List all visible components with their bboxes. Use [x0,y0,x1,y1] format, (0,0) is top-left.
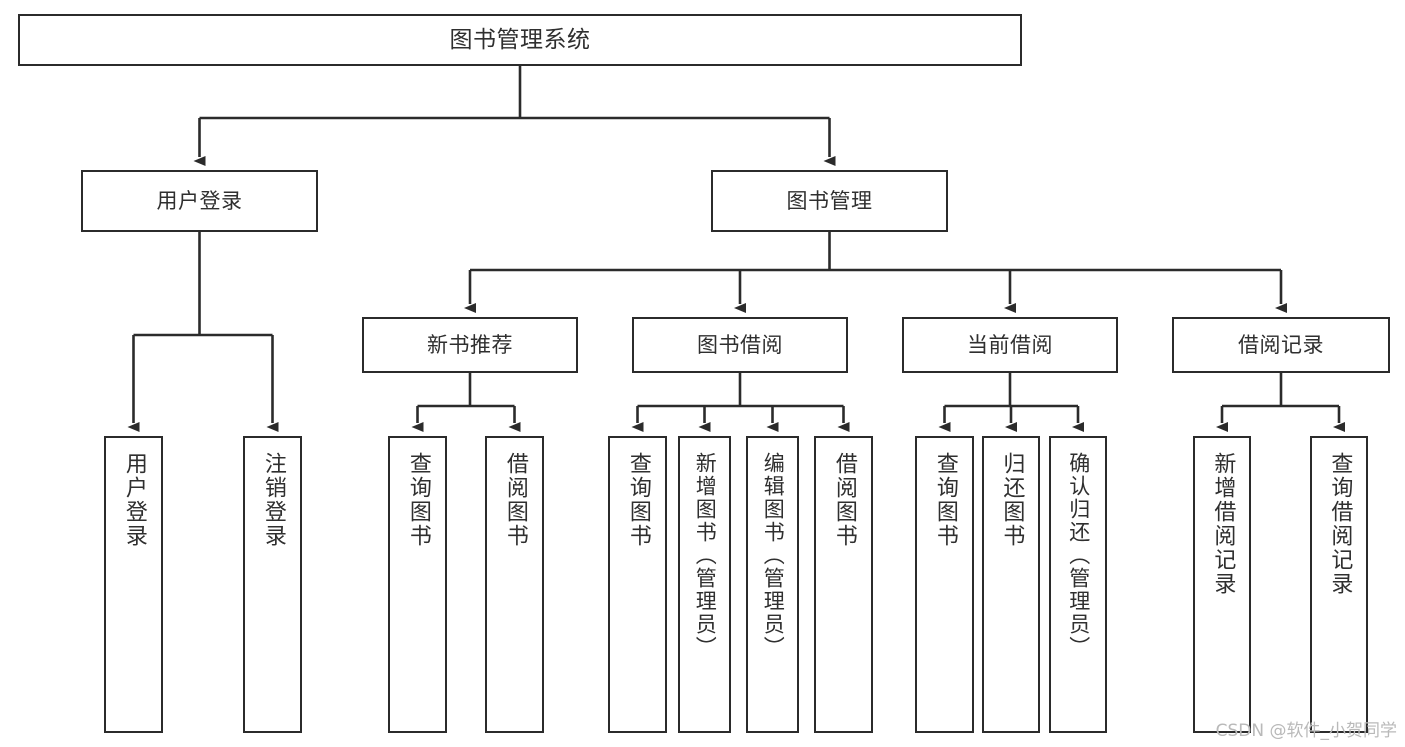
node-new-book-recommend[interactable]: 新书推荐 [362,317,578,373]
node-leaf-borrow-book[interactable]: 借阅图书 [814,436,873,733]
node-leaf-query-book-borrow[interactable]: 查询图书 [608,436,667,733]
node-label: 借阅图书 [502,452,528,548]
node-leaf-logout[interactable]: 注销登录 [243,436,302,733]
node-root[interactable]: 图书管理系统 [18,14,1022,66]
node-leaf-query-book-rec[interactable]: 查询图书 [388,436,447,733]
node-book-manage[interactable]: 图书管理 [711,170,948,232]
node-label: 图书管理系统 [449,26,591,53]
node-label: 新增图书（管理员） [693,452,718,659]
node-label: 当前借阅 [967,332,1053,357]
node-label: 新增借阅记录 [1210,452,1236,596]
node-label: 查询图书 [932,452,958,548]
node-label: 新书推荐 [427,332,513,357]
node-label: 查询图书 [405,452,431,548]
node-label: 确认归还（管理员） [1066,452,1091,659]
node-label: 归还图书 [999,452,1025,548]
node-label: 查询图书 [625,452,651,548]
node-label: 查询借阅记录 [1327,452,1353,596]
node-label: 图书借阅 [697,332,783,357]
node-label: 编辑图书（管理员） [761,452,786,659]
node-leaf-confirm-return-admin[interactable]: 确认归还（管理员） [1049,436,1107,733]
node-leaf-query-book-current[interactable]: 查询图书 [915,436,974,733]
node-leaf-query-borrow-record[interactable]: 查询借阅记录 [1310,436,1368,733]
node-leaf-borrow-book-rec[interactable]: 借阅图书 [485,436,544,733]
node-label: 注销登录 [260,452,286,548]
node-leaf-return-book[interactable]: 归还图书 [982,436,1040,733]
node-leaf-add-book-admin[interactable]: 新增图书（管理员） [678,436,731,733]
node-label: 借阅记录 [1238,332,1324,357]
node-user-login[interactable]: 用户登录 [81,170,318,232]
node-label: 用户登录 [156,188,243,213]
node-leaf-edit-book-admin[interactable]: 编辑图书（管理员） [746,436,799,733]
node-leaf-user-login[interactable]: 用户登录 [104,436,163,733]
node-borrow-record[interactable]: 借阅记录 [1172,317,1390,373]
node-label: 用户登录 [121,452,147,548]
node-leaf-add-borrow-record[interactable]: 新增借阅记录 [1193,436,1251,733]
node-current-borrow[interactable]: 当前借阅 [902,317,1118,373]
node-label: 借阅图书 [831,452,857,548]
node-book-borrow[interactable]: 图书借阅 [632,317,848,373]
node-label: 图书管理 [786,188,873,213]
